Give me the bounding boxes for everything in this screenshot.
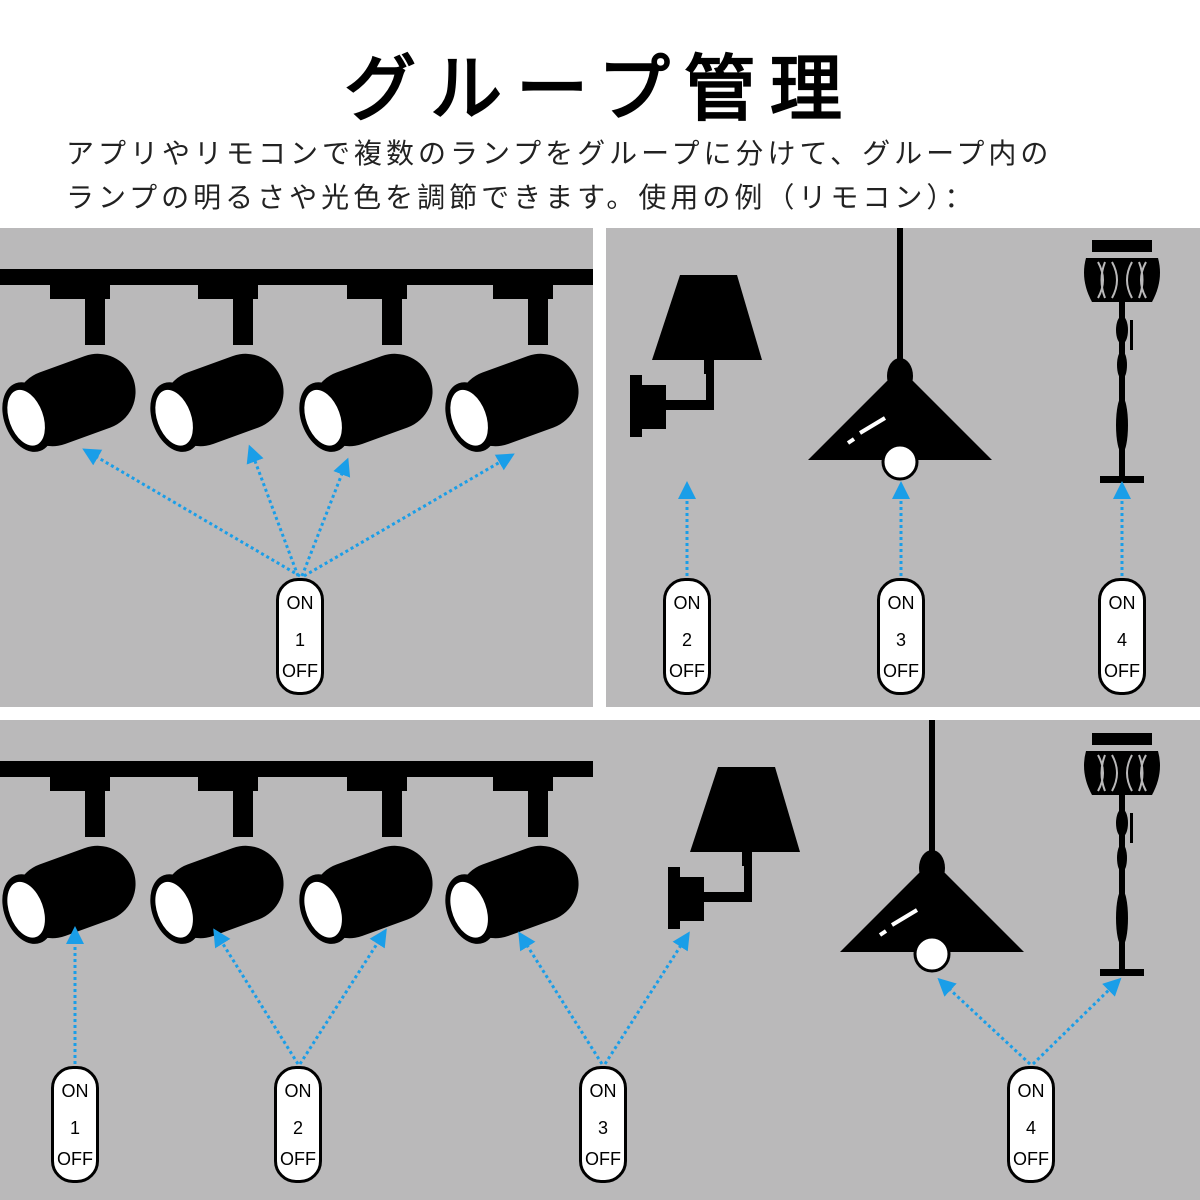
group-number: 4: [1025, 1118, 1036, 1138]
spotlight-icon: [435, 283, 590, 462]
group-number: 1: [294, 630, 305, 650]
on-label: ON: [284, 1081, 312, 1101]
group-number: 1: [69, 1118, 80, 1138]
on-label: ON: [286, 593, 314, 613]
remote-button-1-bottom[interactable]: ON 1 OFF: [51, 1066, 99, 1183]
remote-button-4-top[interactable]: ON 4 OFF: [1098, 578, 1146, 695]
remote-button-2-bottom[interactable]: ON 2 OFF: [274, 1066, 322, 1183]
off-label: OFF: [585, 1149, 621, 1169]
spotlight-icon: [0, 283, 147, 462]
off-label: OFF: [669, 661, 705, 681]
description: アプリやリモコンで複数のランプをグループに分けて、グループ内の ランプの明るさや…: [66, 132, 1166, 220]
spotlight-icon: [289, 283, 444, 462]
pendant-lamp-icon: [838, 718, 1026, 973]
on-label: ON: [887, 593, 915, 613]
on-label: ON: [1017, 1081, 1045, 1101]
track-light-rail-top: [0, 269, 593, 462]
on-label: ON: [1108, 593, 1136, 613]
group-number: 3: [597, 1118, 608, 1138]
remote-button-2-top[interactable]: ON 2 OFF: [663, 578, 711, 695]
remote-button-4-bottom[interactable]: ON 4 OFF: [1007, 1066, 1055, 1183]
on-label: ON: [589, 1081, 617, 1101]
description-line-1: アプリやリモコンで複数のランプをグループに分けて、グループ内の: [66, 137, 1053, 170]
description-line-2: ランプの明るさや光色を調節できます。使用の例（リモコン）：: [66, 181, 977, 214]
arrows-bottom: [66, 926, 1122, 1066]
on-label: ON: [673, 593, 701, 613]
group-number: 3: [895, 630, 906, 650]
wall-sconce-icon: [630, 275, 762, 437]
off-label: OFF: [1013, 1149, 1049, 1169]
spotlight-icon: [0, 775, 147, 954]
group-number: 2: [681, 630, 692, 650]
floor-lamp-icon: [1083, 732, 1161, 977]
on-label: ON: [61, 1081, 89, 1101]
spotlight-icon: [140, 775, 295, 954]
remote-button-3-top[interactable]: ON 3 OFF: [877, 578, 925, 695]
pendant-lamp-icon: [806, 226, 994, 481]
off-label: OFF: [282, 661, 318, 681]
floor-lamp-icon: [1083, 239, 1161, 484]
off-label: OFF: [280, 1149, 316, 1169]
remote-button-3-bottom[interactable]: ON 3 OFF: [579, 1066, 627, 1183]
arrows-top-right: [678, 481, 1131, 576]
arrows-group-1-top: [82, 444, 515, 578]
spotlight-icon: [435, 775, 590, 954]
track-light-rail-bottom: [0, 761, 593, 954]
off-label: OFF: [883, 661, 919, 681]
off-label: OFF: [57, 1149, 93, 1169]
page-title: グループ管理: [344, 46, 856, 131]
wall-sconce-icon: [668, 767, 800, 929]
group-number: 2: [292, 1118, 303, 1138]
off-label: OFF: [1104, 661, 1140, 681]
remote-button-1-top[interactable]: ON 1 OFF: [276, 578, 324, 695]
group-number: 4: [1116, 630, 1127, 650]
spotlight-icon: [289, 775, 444, 954]
spotlight-icon: [140, 283, 295, 462]
